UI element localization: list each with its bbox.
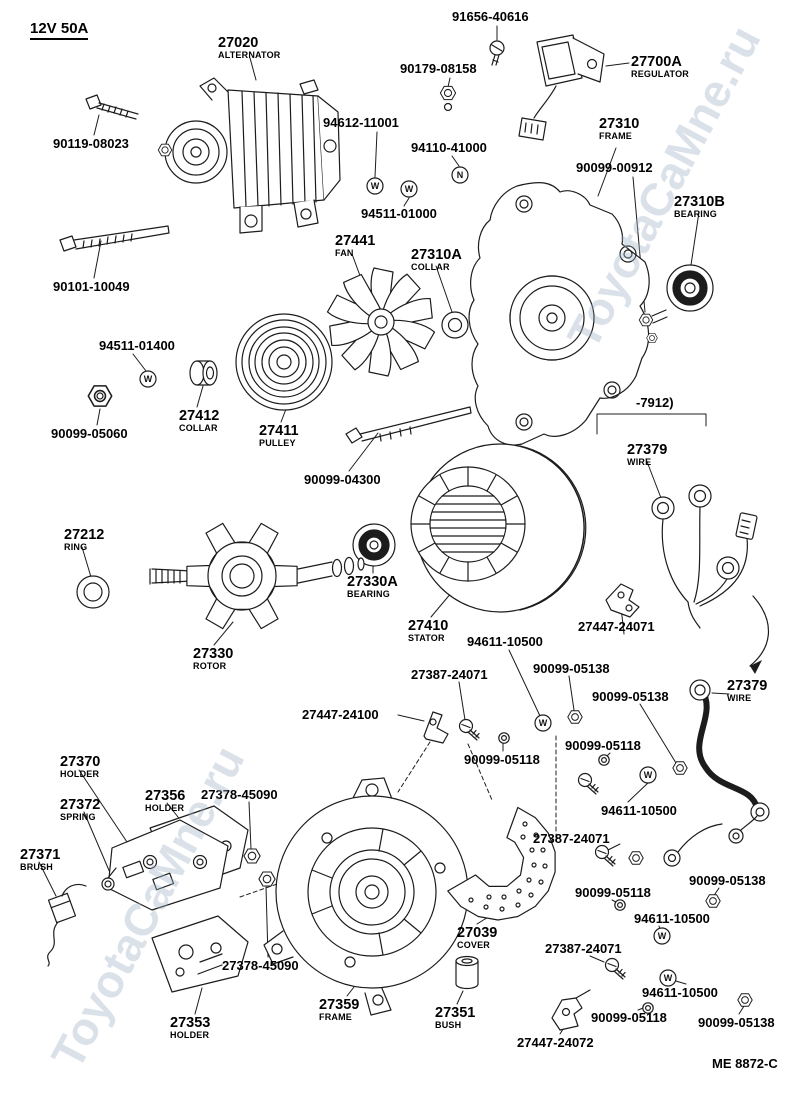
label-90099-05118-c: 90099-05118 (575, 885, 651, 900)
bearing-front-drawing (666, 264, 714, 312)
regulator-drawing (518, 34, 605, 141)
clamp-24072-drawing (551, 989, 591, 1031)
label-94611-10500-d: 94611-10500 (642, 985, 718, 1000)
label-90099-05118-b: 90099-05118 (565, 738, 641, 753)
rotor-drawing (149, 522, 365, 630)
stator-drawing (410, 443, 587, 613)
frame-front-drawing (468, 182, 668, 446)
clamp-24071-drawing (605, 583, 640, 618)
label-94511-01000: 94511-01000 (361, 206, 437, 221)
pulley-drawing (235, 313, 333, 411)
bolt-90101-drawing (59, 225, 170, 252)
hardware-right-mid-drawing (577, 761, 688, 795)
label-90119-08023: 90119-08023 (53, 136, 129, 151)
label-90099-05138-a: 90099-05138 (533, 661, 610, 676)
collar-front-drawing (441, 311, 469, 339)
label-27378-45090-b: 27378-45090 (222, 958, 299, 973)
washer-94612 (366, 177, 384, 195)
label-27447-24100: 27447-24100 (302, 707, 379, 722)
label-90099-05138-b: 90099-05138 (592, 689, 669, 704)
hardware-middle-drawing (423, 710, 610, 766)
label-94511-01400: 94511-01400 (99, 338, 175, 353)
label-90099-00912: 90099-00912 (576, 160, 653, 175)
frame-rear-drawing (263, 777, 469, 1016)
ring-drawing (76, 575, 110, 609)
bush-drawing (455, 955, 479, 990)
label-90099-05118-a: 90099-05118 (464, 752, 540, 767)
label-90099-05118-d: 90099-05118 (591, 1010, 667, 1025)
nut-05060-drawing (87, 385, 113, 407)
label-90179-08158: 90179-08158 (400, 61, 477, 76)
wire-top-drawing (651, 484, 769, 674)
label-94611-10500-b: 94611-10500 (601, 803, 677, 818)
label-27387-24071-a: 27387-24071 (411, 667, 488, 682)
label-94611-10500-a: 94611-10500 (467, 634, 543, 649)
spec-label: 12V 50A (30, 20, 89, 40)
bolt-04300-drawing (345, 406, 472, 444)
wire-bottom-drawing (663, 679, 770, 867)
label-27447-24072: 27447-24072 (517, 1035, 594, 1050)
label-90099-04300: 90099-04300 (304, 472, 381, 487)
production-range-bracket (596, 413, 707, 435)
label-90099-05060: 90099-05060 (51, 426, 128, 441)
fan-drawing (326, 267, 436, 377)
bolt-90119-drawing (85, 94, 139, 120)
nut-94110 (451, 166, 469, 184)
doc-code: ME 8872-C (712, 1056, 778, 1071)
label-94611-10500-c: 94611-10500 (634, 911, 710, 926)
label-90099-05138-c: 90099-05138 (689, 873, 766, 888)
label-27378-45090-a: 27378-45090 (201, 787, 278, 802)
label-27447-24071: 27447-24071 (578, 619, 655, 634)
label-production-range: -7912) (636, 395, 674, 410)
nut-90179-drawing (439, 85, 457, 112)
label-91656-40616: 91656-40616 (452, 9, 529, 24)
alternator-drawing (157, 77, 341, 234)
cover-drawing (447, 806, 556, 921)
washer-94511-01400 (139, 370, 157, 388)
label-27387-24071-b: 27387-24071 (533, 831, 610, 846)
label-90099-05138-d: 90099-05138 (698, 1015, 775, 1030)
label-94612-11001: 94612-11001 (323, 115, 399, 130)
collar-27412-drawing (189, 360, 218, 386)
washer-94511 (400, 180, 418, 198)
label-94110-41000: 94110-41000 (411, 140, 487, 155)
brush-holder-cluster-drawing (47, 805, 276, 993)
label-90101-10049: 90101-10049 (53, 279, 130, 294)
label-27387-24071-c: 27387-24071 (545, 941, 622, 956)
bearing-rear-drawing (352, 523, 396, 567)
screw-91656-drawing (489, 40, 505, 66)
